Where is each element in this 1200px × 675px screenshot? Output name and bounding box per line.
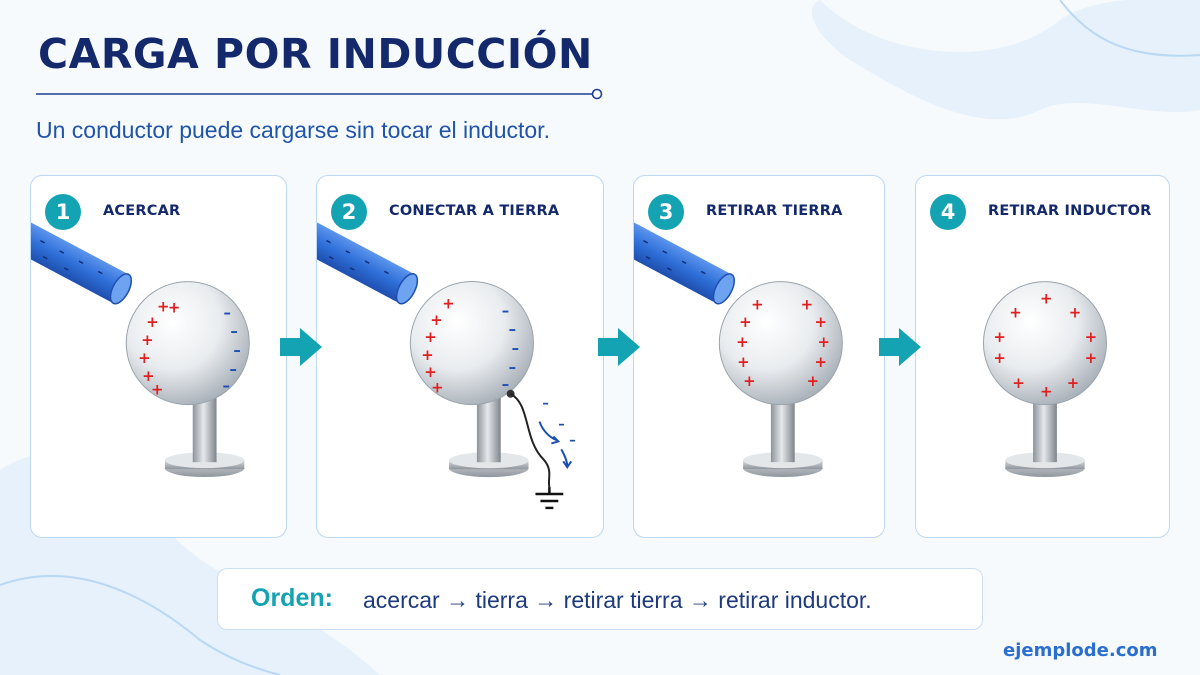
svg-text:+: +: [818, 333, 830, 351]
step-panel-4: 4 RETIRAR INDUCTOR + ++ ++ ++ ++ +: [915, 175, 1170, 538]
svg-text:–: –: [512, 339, 519, 357]
svg-text:–: –: [678, 254, 690, 269]
svg-text:+: +: [1040, 383, 1052, 401]
svg-text:+: +: [1009, 303, 1021, 321]
svg-text:+: +: [993, 349, 1005, 367]
svg-text:–: –: [222, 377, 229, 395]
svg-text:–: –: [347, 261, 359, 276]
page-subtitle: Un conductor puede cargarse sin tocar el…: [36, 117, 550, 143]
step-label: RETIRAR INDUCTOR: [988, 203, 1152, 219]
step-number-badge: 4: [930, 194, 966, 230]
svg-text:–: –: [76, 254, 88, 269]
svg-text:–: –: [95, 264, 107, 279]
svg-text:+: +: [442, 294, 454, 312]
svg-text:+: +: [424, 328, 436, 346]
svg-text:–: –: [362, 254, 374, 269]
svg-text:–: –: [229, 360, 236, 378]
arrow-right-icon: [280, 328, 322, 366]
svg-text:+: +: [1085, 349, 1097, 367]
svg-text:–: –: [37, 234, 49, 249]
svg-text:–: –: [40, 250, 52, 265]
order-label: Orden:: [251, 584, 333, 612]
title-underline: [36, 88, 603, 100]
step-number-badge: 1: [45, 194, 81, 230]
svg-text:+: +: [151, 381, 163, 399]
ground-symbol: [535, 487, 564, 510]
svg-text:–: –: [342, 244, 354, 259]
source-credit: ejemplode.com: [1003, 640, 1158, 661]
svg-text:+: +: [168, 298, 180, 316]
charged-rod-and-sphere-icon: –– –– –– ++ ++ ++ + –– –– –: [31, 217, 250, 478]
svg-text:–: –: [643, 250, 655, 265]
svg-text:–: –: [502, 375, 509, 393]
svg-text:+: +: [815, 353, 827, 371]
svg-text:+: +: [1085, 328, 1097, 346]
svg-text:–: –: [698, 264, 710, 279]
charged-rod: –– –– ––: [634, 217, 736, 305]
charged-rod: –– –– ––: [31, 217, 133, 305]
step-label: ACERCAR: [103, 203, 181, 219]
step-panel-3: 3 RETIRAR TIERRA –– –– –– ++ ++ + ++ ++ …: [633, 175, 885, 538]
svg-text:–: –: [659, 244, 671, 259]
svg-text:–: –: [542, 397, 548, 412]
step-label: RETIRAR TIERRA: [706, 203, 843, 219]
svg-text:–: –: [56, 244, 68, 259]
step-label: CONECTAR A TIERRA: [389, 203, 560, 219]
arrow-right-icon: [879, 328, 921, 366]
charged-rod-and-sphere-icon: –– –– –– ++ ++ + ++ ++ +: [634, 217, 843, 478]
svg-text:–: –: [509, 320, 516, 338]
svg-text:–: –: [326, 249, 338, 264]
svg-text:–: –: [323, 233, 335, 248]
charged-sphere-icon: + ++ ++ ++ ++ +: [982, 281, 1107, 478]
svg-text:+: +: [421, 346, 433, 364]
svg-text:+: +: [743, 372, 755, 390]
svg-text:–: –: [502, 301, 509, 319]
svg-text:+: +: [431, 379, 443, 397]
step-panel-1: 1 ACERCAR –– –– –– ++ ++ ++ + –– –– –: [30, 175, 287, 538]
svg-text:+: +: [141, 331, 153, 349]
svg-text:–: –: [230, 322, 237, 340]
svg-text:+: +: [739, 313, 751, 331]
step-panel-2: 2 CONECTAR A TIERRA –– –– –– ++ ++ ++ ––…: [316, 175, 604, 538]
svg-text:+: +: [430, 311, 442, 329]
order-summary: Orden: acercar → tierra → retirar tierra…: [217, 568, 983, 630]
page-title: CARGA POR INDUCCIÓN: [38, 30, 593, 78]
svg-text:–: –: [61, 261, 73, 276]
arrow-right-icon: [598, 328, 640, 366]
svg-text:+: +: [737, 353, 749, 371]
order-text: acercar → tierra → retirar tierra → reti…: [363, 587, 872, 613]
svg-text:–: –: [640, 234, 652, 249]
svg-text:+: +: [1040, 289, 1052, 307]
svg-text:+: +: [993, 328, 1005, 346]
step-number-badge: 2: [331, 194, 367, 230]
svg-text:–: –: [381, 264, 393, 279]
ground-wire-icon: –– –– –– ++ ++ ++ –– –– – – – –: [317, 217, 576, 510]
svg-text:+: +: [815, 313, 827, 331]
svg-text:+: +: [157, 297, 169, 315]
step-number-badge: 3: [648, 194, 684, 230]
svg-text:+: +: [1012, 374, 1024, 392]
charged-rod: –– –– ––: [317, 217, 419, 305]
svg-text:+: +: [1067, 374, 1079, 392]
svg-text:+: +: [142, 367, 154, 385]
svg-text:–: –: [664, 261, 676, 276]
svg-text:–: –: [223, 303, 230, 321]
svg-text:–: –: [558, 417, 564, 432]
svg-text:–: –: [233, 341, 240, 359]
svg-text:+: +: [751, 295, 763, 313]
svg-text:–: –: [569, 433, 575, 448]
svg-text:+: +: [424, 363, 436, 381]
svg-text:+: +: [138, 349, 150, 367]
svg-text:–: –: [509, 358, 516, 376]
svg-text:+: +: [807, 372, 819, 390]
svg-text:+: +: [1069, 303, 1081, 321]
svg-text:+: +: [801, 295, 813, 313]
svg-text:+: +: [736, 333, 748, 351]
svg-text:+: +: [146, 313, 158, 331]
